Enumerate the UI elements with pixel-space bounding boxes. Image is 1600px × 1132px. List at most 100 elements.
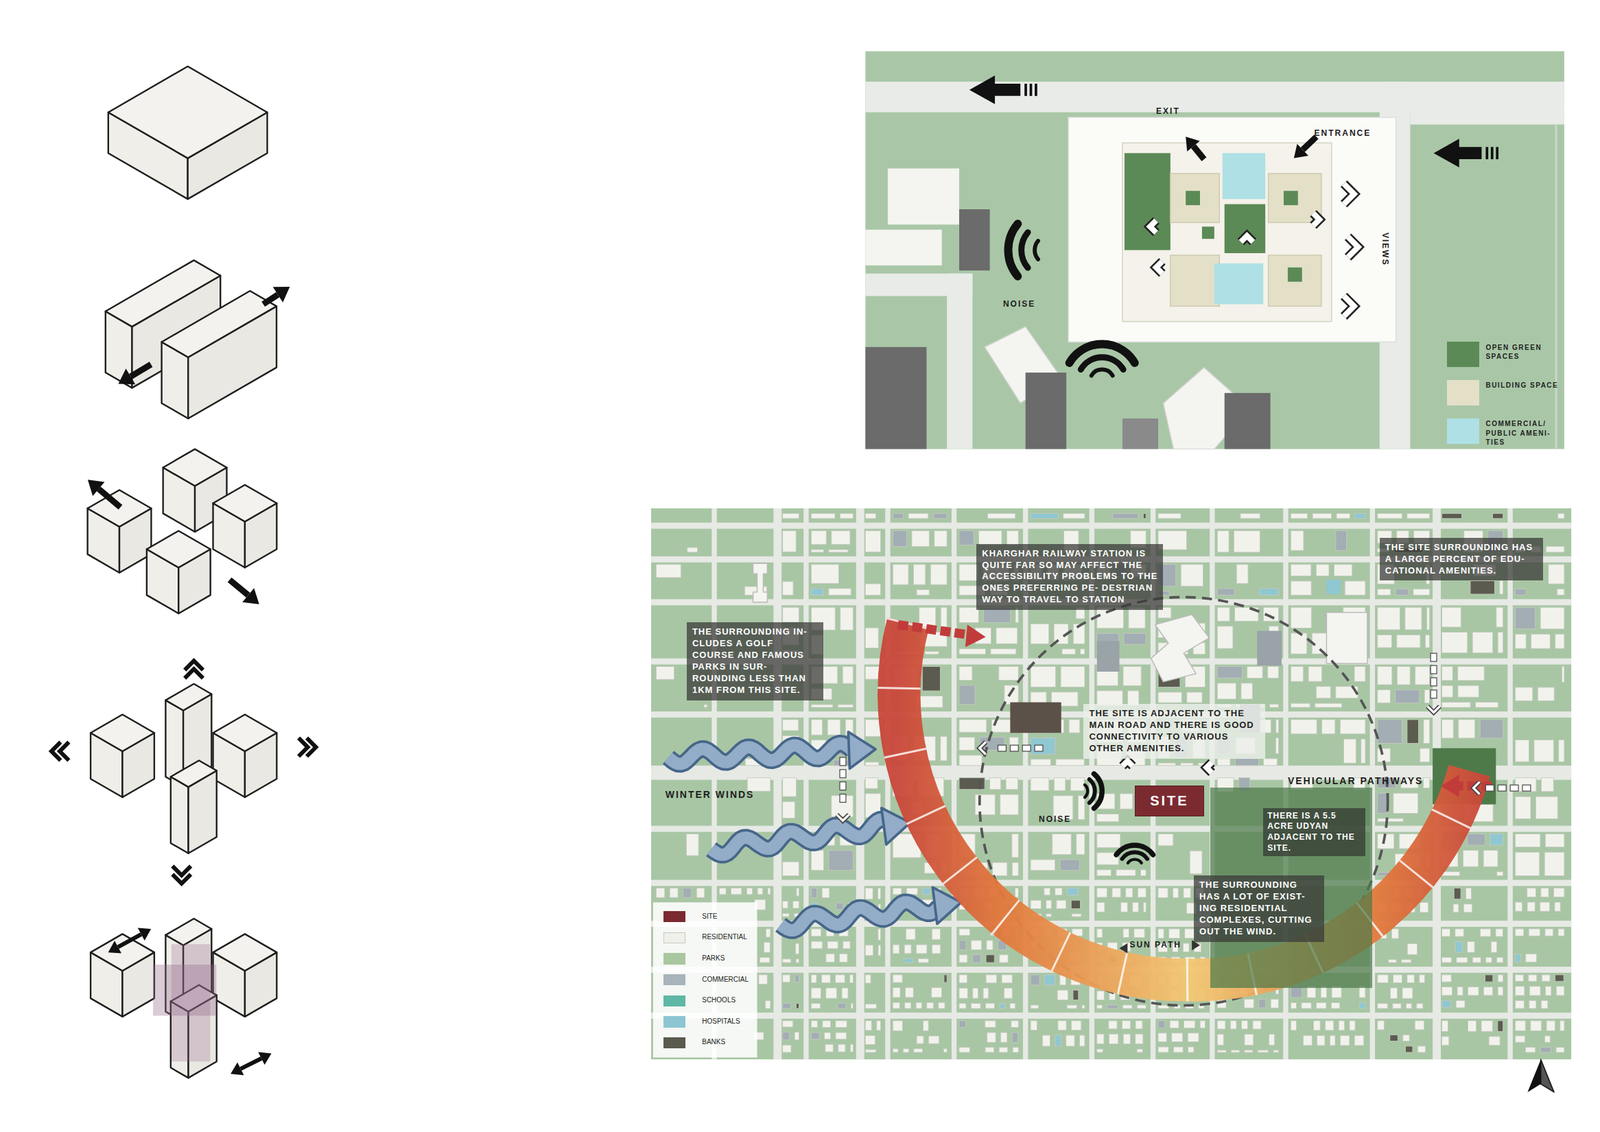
building: [985, 1003, 995, 1009]
building: [782, 1031, 790, 1040]
building: [924, 651, 939, 655]
map-label: SUN PATH: [1129, 939, 1182, 950]
view-chevron: [1149, 220, 1157, 233]
building: [1217, 1033, 1224, 1045]
open-green-space: [1124, 153, 1171, 250]
building: [972, 955, 981, 963]
building: [959, 564, 978, 582]
road: [856, 508, 865, 1060]
noise-symbol: [1069, 344, 1135, 363]
vehicular-path: [979, 742, 986, 755]
building: [892, 1002, 900, 1009]
traffic-arrow: [1024, 83, 1028, 97]
building: [959, 607, 979, 623]
building: [1377, 513, 1403, 519]
building: [1413, 589, 1430, 596]
building: [1322, 719, 1336, 735]
building: [985, 1047, 995, 1053]
building: [1077, 795, 1085, 820]
building: [1256, 630, 1282, 666]
site-plan-map: [865, 50, 1565, 449]
building: [1200, 1020, 1205, 1029]
note-text: THE SURROUNDING IN- CLUDES A GOLF COURSE…: [692, 626, 818, 696]
building: [1217, 683, 1236, 700]
building: [1497, 631, 1504, 653]
building: [1331, 986, 1342, 998]
building: [959, 755, 982, 766]
building: [1030, 666, 1056, 688]
road: [803, 508, 809, 1060]
building: [1354, 666, 1366, 682]
building: [878, 945, 881, 956]
building: [1558, 739, 1565, 762]
building: [782, 974, 791, 983]
building: [1425, 634, 1430, 648]
building: [985, 955, 995, 963]
building: [928, 1036, 939, 1044]
building: [922, 887, 931, 894]
building: [1441, 1036, 1449, 1046]
building: [1527, 887, 1537, 897]
view-chevron: [1313, 213, 1320, 226]
building: [1441, 607, 1461, 628]
building: [759, 957, 770, 963]
building: [1545, 986, 1552, 996]
building: [810, 850, 824, 871]
building: [782, 1044, 792, 1053]
building: [1535, 796, 1558, 819]
building: [865, 887, 873, 899]
arrow-head: [257, 1052, 272, 1066]
building: [959, 685, 975, 705]
building: [959, 209, 991, 271]
open-green-space: [1287, 267, 1303, 282]
building: [795, 943, 799, 954]
building: [1490, 834, 1504, 846]
arrow-shaft: [1302, 136, 1317, 150]
building: [1217, 1050, 1227, 1053]
vehicular-path: [1430, 665, 1437, 674]
building: [1359, 986, 1366, 998]
building-space: [1170, 173, 1220, 223]
building: [1554, 902, 1561, 912]
building: [1030, 513, 1058, 519]
building: [1455, 928, 1464, 937]
building: [1123, 633, 1146, 645]
building: [865, 945, 873, 956]
building: [1135, 1020, 1143, 1030]
building: [1290, 986, 1302, 998]
legend-swatch: [663, 911, 687, 923]
building: [1441, 987, 1452, 996]
building: [1046, 900, 1052, 909]
building: [1313, 1020, 1321, 1031]
building: [986, 940, 993, 950]
building: [1344, 581, 1366, 595]
map-label: WINTER WINDS: [665, 789, 755, 800]
building: [1315, 686, 1331, 699]
building: [1515, 1036, 1526, 1043]
building: [1097, 1033, 1104, 1044]
building: [1030, 778, 1050, 792]
legend-text: BANKS: [701, 1036, 726, 1049]
building: [1515, 852, 1540, 876]
building: [1275, 738, 1279, 755]
building: [1377, 589, 1391, 596]
building: [1377, 1003, 1388, 1009]
building-space: [1170, 255, 1220, 307]
building: [810, 513, 835, 519]
building: [795, 974, 800, 983]
building: [876, 1020, 881, 1031]
building: [827, 719, 841, 735]
building: [1097, 928, 1103, 938]
road: [1507, 508, 1513, 1060]
note-text: THE SITE SURROUNDING HAS A LARGE PERCENT…: [1385, 542, 1538, 578]
building: [1012, 862, 1019, 876]
building: [821, 887, 830, 898]
building: [1515, 1000, 1525, 1009]
building: [1108, 1033, 1118, 1044]
traffic-arrow: [1029, 83, 1033, 97]
building: [931, 928, 940, 940]
building: [1044, 974, 1056, 986]
massing-face: [90, 714, 155, 752]
open-green-space: [1283, 190, 1299, 206]
massing-face: [213, 714, 278, 752]
